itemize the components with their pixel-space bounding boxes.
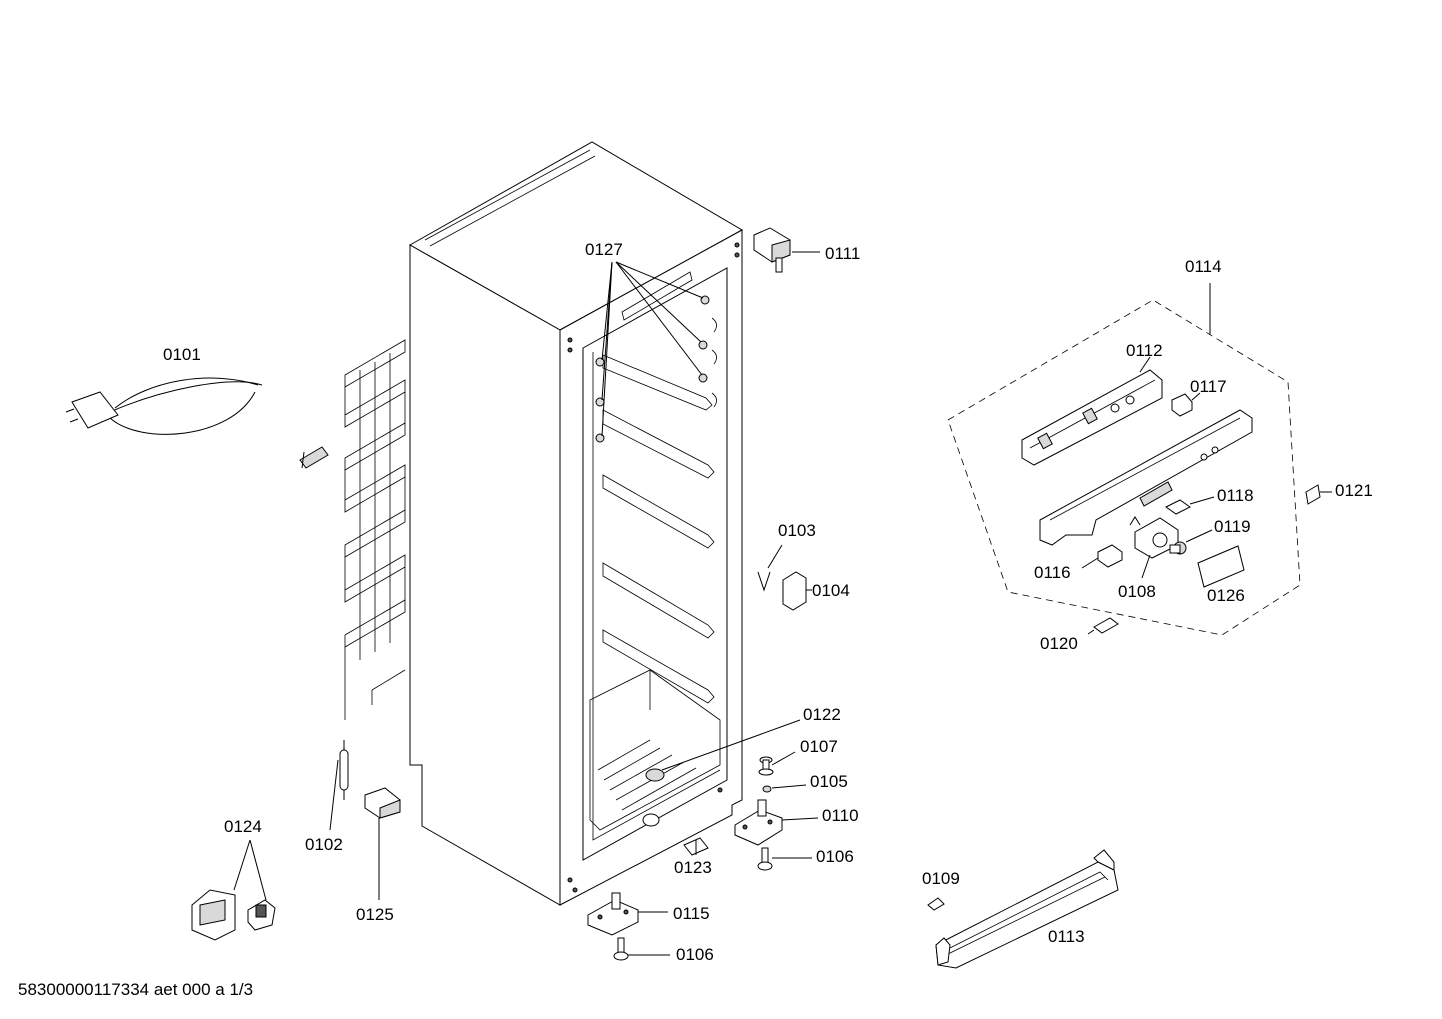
document-reference: 58300000117334 aet 000 a 1/3 bbox=[18, 980, 254, 999]
label-0115: 0115 bbox=[673, 904, 710, 923]
label-0118: 0118 bbox=[1217, 486, 1254, 505]
hinge-0115 bbox=[587, 892, 668, 936]
fascia bbox=[1039, 409, 1253, 546]
knob-0119 bbox=[1169, 529, 1213, 555]
label-0114: 0114 bbox=[1185, 257, 1222, 276]
cap-0109 bbox=[927, 897, 945, 911]
label-0119: 0119 bbox=[1214, 517, 1251, 536]
label-0101: 0101 bbox=[163, 345, 201, 364]
control-panel-group bbox=[947, 283, 1301, 636]
label-0105: 0105 bbox=[810, 772, 848, 791]
bracket-0125 bbox=[364, 787, 401, 900]
top-hinge-0111 bbox=[753, 227, 820, 273]
clip-0123 bbox=[683, 837, 709, 856]
switch-0117 bbox=[1171, 392, 1201, 417]
label-0103: 0103 bbox=[778, 521, 816, 540]
label-0123: 0123 bbox=[674, 858, 712, 877]
hinge-0110 bbox=[734, 799, 819, 846]
label-0117: 0117 bbox=[1190, 377, 1227, 396]
drain-plug-0122 bbox=[645, 719, 801, 782]
label-0127: 0127 bbox=[585, 240, 623, 259]
condenser bbox=[344, 339, 406, 720]
screws-0127 bbox=[595, 261, 710, 443]
clip-0121 bbox=[1305, 484, 1332, 505]
switch-0116 bbox=[1081, 544, 1123, 569]
pin-0107 bbox=[758, 751, 796, 776]
label-0109: 0109 bbox=[922, 869, 960, 888]
lamp-cover-0118 bbox=[1165, 496, 1215, 515]
foot-0106a bbox=[757, 847, 812, 871]
label-0112: 0112 bbox=[1126, 341, 1163, 360]
thermostat-0108 bbox=[1129, 516, 1179, 579]
label-0125: 0125 bbox=[356, 905, 394, 924]
clip-0103 bbox=[757, 544, 783, 592]
label-0120: 0120 bbox=[1040, 634, 1078, 653]
label-0106a: 0106 bbox=[816, 847, 854, 866]
label-0110: 0110 bbox=[822, 806, 859, 825]
panel-0112 bbox=[1021, 356, 1163, 466]
condenser-clip bbox=[299, 446, 329, 469]
label-0113: 0113 bbox=[1048, 927, 1085, 946]
foot-0106b bbox=[613, 937, 670, 961]
washer-0105 bbox=[762, 784, 807, 793]
label-0124: 0124 bbox=[224, 817, 262, 836]
power-cord bbox=[65, 377, 263, 435]
clip-0120 bbox=[1087, 617, 1119, 635]
label-0102: 0102 bbox=[305, 835, 343, 854]
label-0111: 0111 bbox=[825, 244, 860, 263]
label-0122: 0122 bbox=[803, 705, 841, 724]
sensor-tube bbox=[329, 740, 349, 831]
cover-0104 bbox=[782, 571, 812, 611]
cover-0126 bbox=[1197, 545, 1245, 588]
label-0126: 0126 bbox=[1207, 586, 1245, 605]
label-0104: 0104 bbox=[812, 581, 850, 600]
label-0106b: 0106 bbox=[676, 945, 714, 964]
label-0116: 0116 bbox=[1034, 563, 1071, 582]
label-0121: 0121 bbox=[1335, 481, 1373, 500]
control-box-0124 bbox=[191, 839, 276, 941]
cabinet bbox=[408, 141, 744, 906]
handle-0113 bbox=[935, 849, 1119, 969]
label-0108: 0108 bbox=[1118, 582, 1156, 601]
label-0107: 0107 bbox=[800, 737, 838, 756]
